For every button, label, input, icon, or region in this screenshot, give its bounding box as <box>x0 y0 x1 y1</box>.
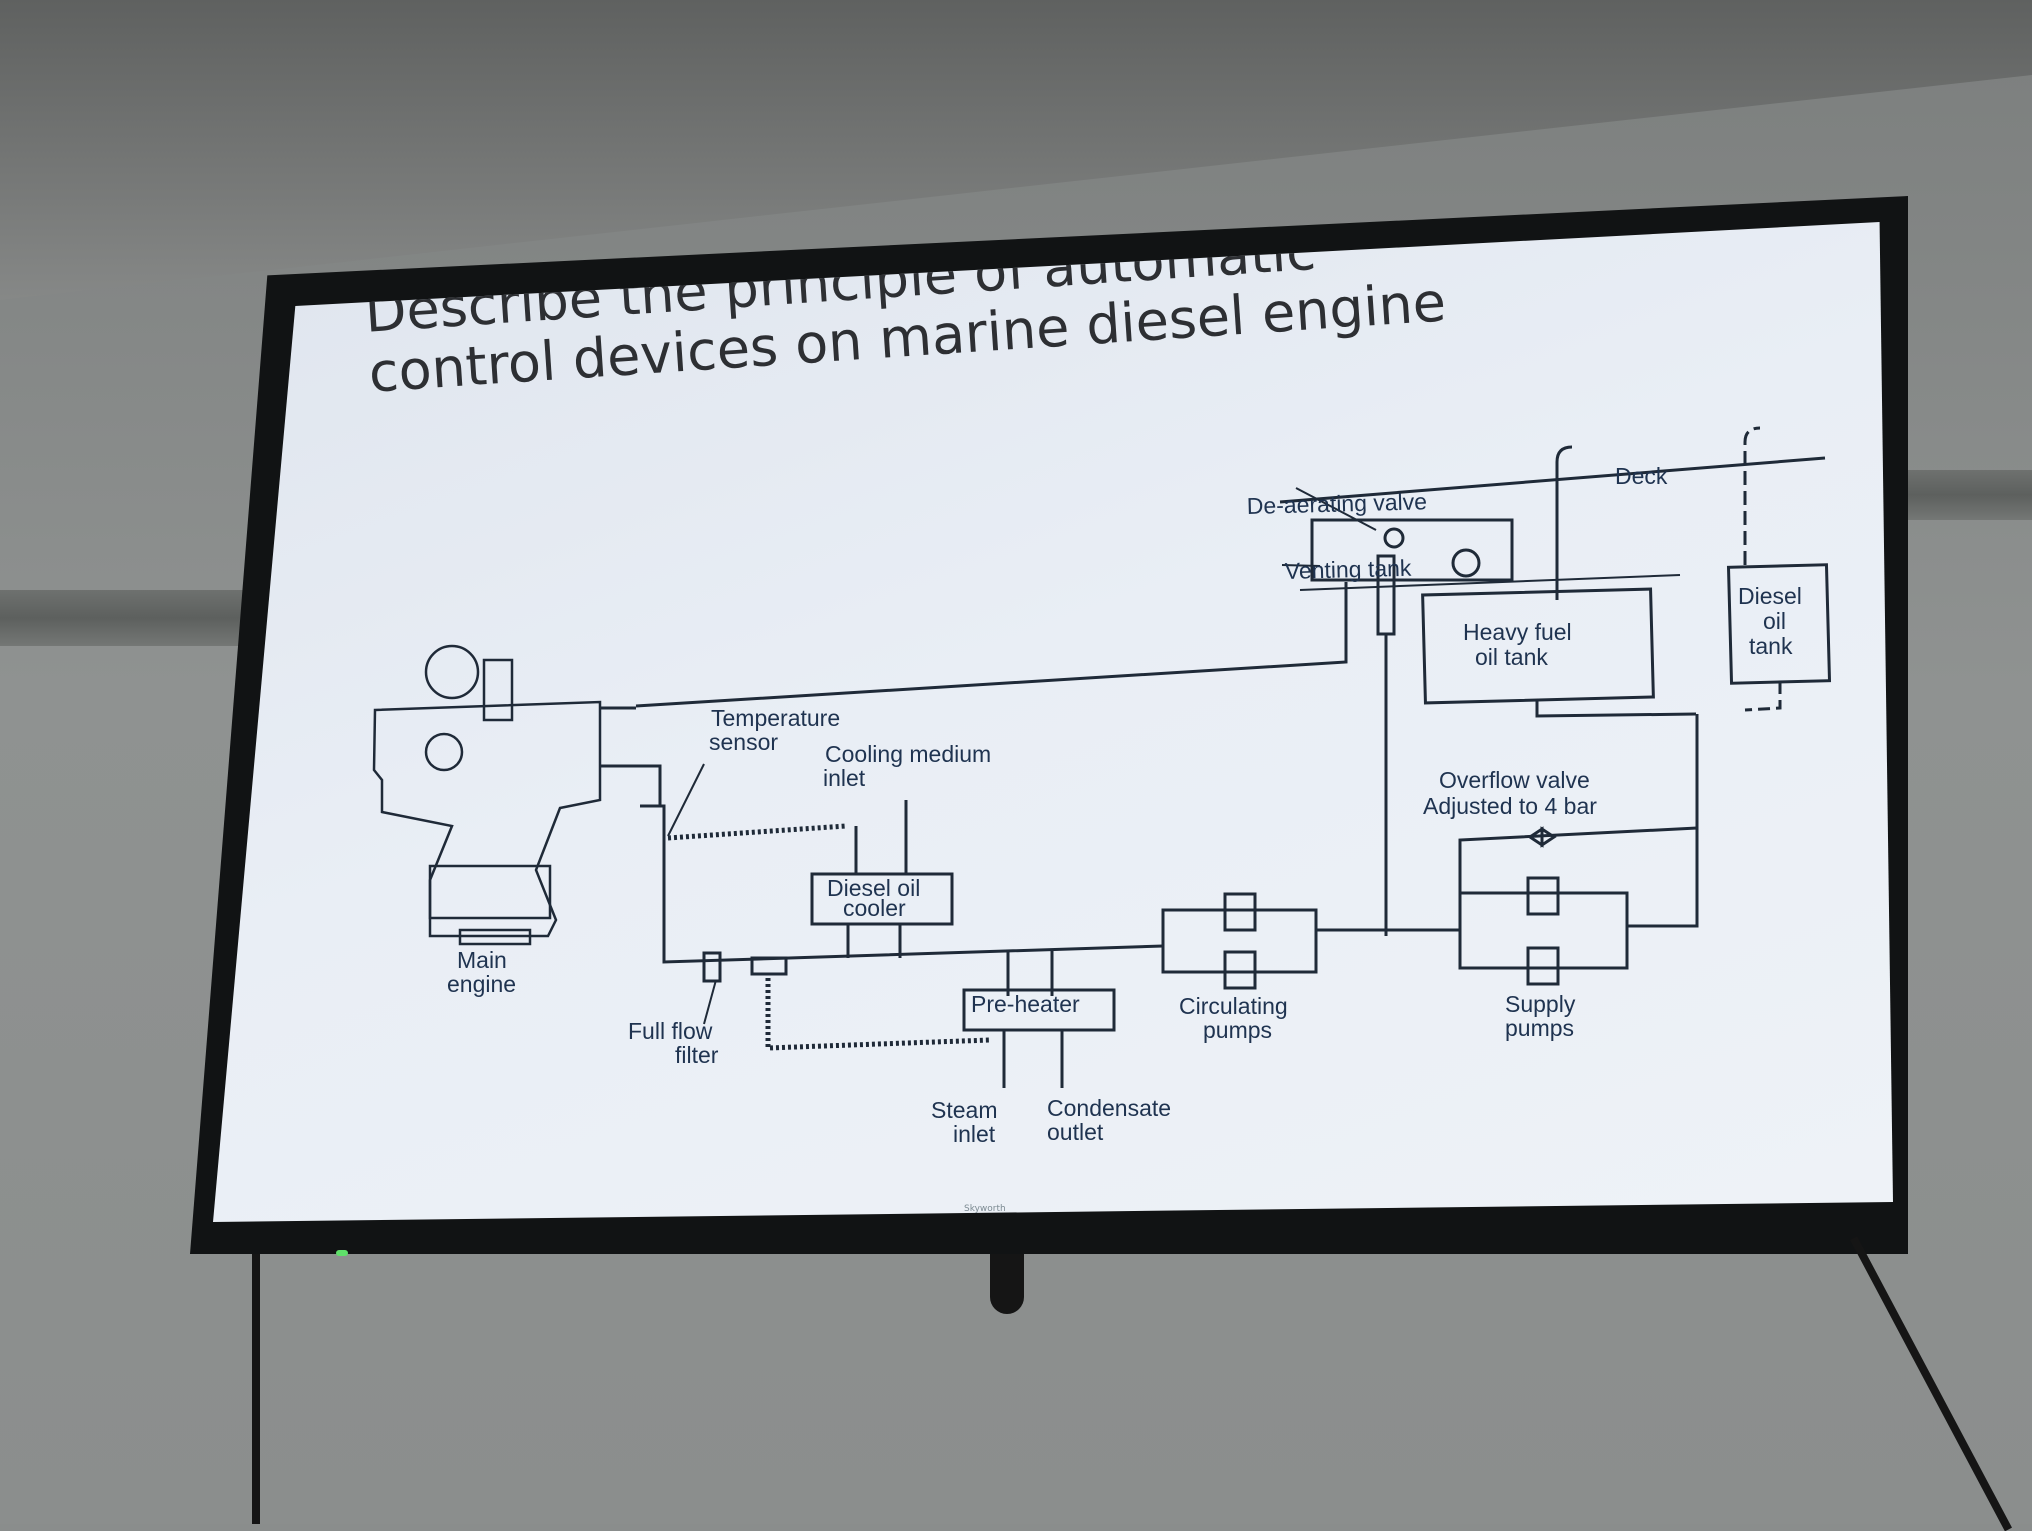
deck-line-lower <box>1299 574 1681 591</box>
do-outlet-line <box>1744 682 1782 712</box>
heavy-fuel-oil-tank <box>1421 587 1655 705</box>
label-supply-pumps-1: Supply <box>1505 991 1576 1017</box>
tv-screen: Describe the principle of automatic cont… <box>213 222 1893 1222</box>
label-filter-1: Full flow <box>628 1018 713 1044</box>
wall-pipe-left <box>0 590 260 646</box>
tv-brand-logo: Skyworth <box>964 1204 1006 1214</box>
label-hfo-tank-2: oil tank <box>1475 644 1548 670</box>
label-cooling-1: Cooling medium <box>825 741 991 767</box>
diesel-oil-cooler-box <box>810 872 954 926</box>
engine-connections <box>600 706 662 806</box>
de-aerating-valve-body <box>1383 527 1405 549</box>
hfo-vent-pipe <box>1555 445 1573 600</box>
label-filter-2: filter <box>675 1042 719 1068</box>
strainer-box <box>750 956 788 976</box>
supply-pump-1 <box>1526 876 1560 916</box>
label-hfo-tank-1: Heavy fuel <box>1463 619 1572 645</box>
label-condensate-1: Condensate <box>1047 1095 1171 1121</box>
label-pre-heater: Pre-heater <box>971 991 1080 1017</box>
label-supply-pumps-2: pumps <box>1505 1015 1574 1041</box>
label-condensate-2: outlet <box>1047 1119 1104 1145</box>
tv-power-led <box>336 1250 348 1256</box>
supply-pump-2 <box>1526 946 1560 986</box>
label-steam-2: inlet <box>953 1121 996 1147</box>
circulating-pump-2 <box>1223 950 1257 990</box>
deck-line <box>1279 456 1826 504</box>
label-engine-2: engine <box>447 971 516 997</box>
de-aerating-gauge <box>1451 548 1481 578</box>
label-circ-pumps-2: pumps <box>1203 1017 1272 1043</box>
label-temp-sensor-2: sensor <box>709 729 778 755</box>
circulating-pump-1 <box>1223 892 1257 932</box>
cable-bundle <box>990 1254 1024 1314</box>
diagram-labels: De-aerating valve Deck Venting tank Heav… <box>447 463 1802 1147</box>
label-cooling-2: inlet <box>823 765 866 791</box>
venting-tank-pointer <box>1281 564 1321 567</box>
main-engine-drawing <box>372 644 602 946</box>
label-venting-tank: Venting tank <box>1284 555 1412 584</box>
label-overflow-1: Overflow valve <box>1439 767 1590 793</box>
power-cable-left <box>252 1254 260 1524</box>
circulating-pumps-loop <box>1161 908 1318 974</box>
overflow-valve-icon <box>1527 826 1557 848</box>
cooler-lines <box>846 800 908 958</box>
steam-lines <box>1002 1030 1064 1088</box>
label-deck: Deck <box>1615 463 1668 489</box>
steam-control-link <box>765 978 991 1051</box>
label-cooler-1: Diesel oil <box>827 875 920 901</box>
full-flow-filter-box <box>702 951 722 983</box>
fuel-system-diagram: De-aerating valve Deck Venting tank Heav… <box>372 426 1832 1147</box>
hfo-outlet-line <box>1535 700 1697 718</box>
label-cooler-2: cooler <box>843 895 906 921</box>
label-overflow-2: Adjusted to 4 bar <box>1423 793 1597 819</box>
overflow-line <box>1458 826 1698 926</box>
temp-sensor-pointer <box>667 763 705 837</box>
pre-heater-box <box>962 988 1116 1032</box>
de-aerating-pointer <box>1295 487 1377 531</box>
label-do-tank-1: Diesel <box>1738 583 1802 609</box>
label-circ-pumps-1: Circulating <box>1179 993 1288 1019</box>
supply-to-engine-line <box>640 804 1164 964</box>
diesel-oil-tank <box>1726 563 1832 685</box>
label-steam-1: Steam <box>931 1097 997 1123</box>
label-engine-1: Main <box>457 947 507 973</box>
de-aerating-loop <box>1310 518 1514 582</box>
temp-sensor-link <box>667 823 847 841</box>
label-temp-sensor-1: Temperature <box>711 705 840 731</box>
do-vent-pipe <box>1743 426 1761 565</box>
return-line <box>635 582 1348 708</box>
supply-feed-line <box>1627 714 1699 928</box>
filter-pointer <box>703 979 717 1025</box>
supply-pumps-loop <box>1458 891 1629 970</box>
label-do-tank-3: tank <box>1749 633 1793 659</box>
label-do-tank-2: oil <box>1763 608 1786 634</box>
label-deck-valve: De-aerating valve <box>1246 488 1427 519</box>
